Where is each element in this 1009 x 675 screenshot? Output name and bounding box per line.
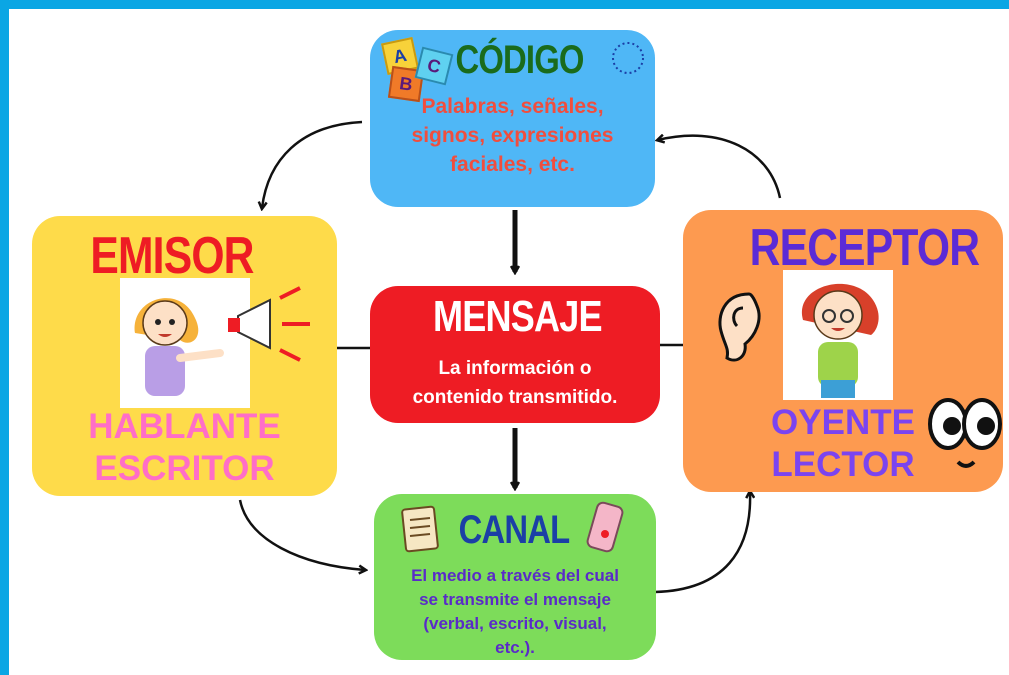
arrow-receptor-to-codigo [658, 136, 782, 199]
abc-blocks-icon: A B C [372, 36, 454, 103]
girl-listener-illustration [783, 270, 893, 400]
phone-icon [586, 501, 624, 553]
receptor-line-2: LECTOR [771, 445, 915, 484]
codigo-box: A B C CÓDIGO Palabras, señales, signos, … [370, 30, 655, 207]
ear-icon [718, 292, 761, 362]
receptor-title: RECEPTOR [749, 219, 980, 277]
emisor-line-1: HABLANTE [88, 407, 281, 446]
receptor-line-1: OYENTE [771, 403, 915, 442]
receptor-box: RECEPTOR OYENTE LECTOR [683, 210, 1003, 492]
girl-megaphone-illustration [120, 278, 310, 408]
canal-line-3: (verbal, escrito, visual, [423, 614, 607, 633]
emisor-text: HABLANTE ESCRITOR [32, 406, 337, 490]
letter-scroll-icon [401, 505, 439, 553]
emisor-title: EMISOR [90, 227, 254, 285]
canal-title: CANAL [458, 508, 571, 552]
receptor-text: OYENTE LECTOR [683, 402, 1003, 486]
mensaje-line-1: La información o [438, 358, 592, 379]
codigo-text: Palabras, señales, signos, expresiones f… [370, 92, 655, 179]
canal-line-4: etc.). [495, 638, 535, 657]
canal-box: CANAL El medio a través del cual se tran… [374, 494, 656, 660]
mensaje-text: La información o contenido transmitido. [370, 354, 660, 412]
mensaje-box: MENSAJE La información o contenido trans… [370, 286, 660, 423]
codigo-title: CÓDIGO [455, 38, 585, 82]
codigo-line-2: signos, expresiones [411, 124, 614, 147]
emisor-line-2: ESCRITOR [94, 449, 275, 488]
codigo-line-3: faciales, etc. [450, 153, 575, 176]
mensaje-line-2: contenido transmitido. [412, 387, 618, 408]
canal-text: El medio a través del cual se transmite … [374, 564, 656, 660]
arrow-canal-to-receptor [654, 492, 750, 594]
arrow-emisor-to-canal [238, 499, 365, 570]
canal-line-2: se transmite el mensaje [419, 590, 611, 609]
codigo-line-1: Palabras, señales, [421, 95, 604, 118]
canal-line-1: El medio a través del cual [411, 566, 619, 585]
arrow-codigo-to-emisor [262, 120, 363, 208]
emisor-box: EMISOR HABLANTE ESCRITOR [32, 216, 337, 496]
eyes-icon [928, 398, 1002, 468]
circular-code-icon [612, 42, 644, 74]
mensaje-title: MENSAJE [433, 292, 603, 341]
